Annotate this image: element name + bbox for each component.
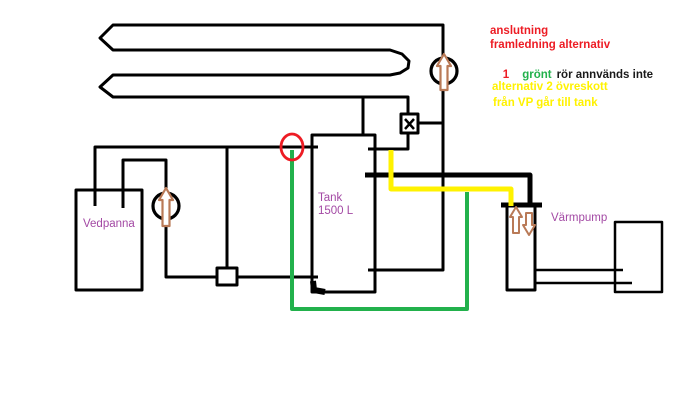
boiler-pump-return-pipe <box>121 158 318 279</box>
tank-corner-blob <box>310 280 326 295</box>
note-number-1: 1 <box>502 69 510 81</box>
coil-pump-arrow-up <box>435 52 453 92</box>
green-pipe <box>290 150 469 311</box>
tank-box <box>310 133 377 294</box>
note-black-tail: rör annvänds inte <box>556 69 654 81</box>
note-yellow-line2: från VP går till tank <box>493 97 598 109</box>
yellow-pipe <box>388 150 514 206</box>
varmpump-label: Värmpump <box>551 212 608 224</box>
note-green-word: grönt <box>522 69 552 81</box>
valve-x-mark-2 <box>404 118 415 130</box>
red-highlight-ring <box>279 132 305 162</box>
heatpump-arrow-down <box>522 212 536 236</box>
vedpanna-box <box>74 188 144 292</box>
note-red-line2: framledning alternativ <box>490 39 611 51</box>
boiler-top-supply-pipe <box>93 145 318 206</box>
valve-bottom-link <box>368 132 410 151</box>
vedpanna-label: Vedpanna <box>83 218 135 230</box>
tank-to-heatpump-thick-pipe <box>365 172 533 204</box>
outdoor-unit-box <box>613 220 664 294</box>
note-yellow-line1: alternativ 2 övreskott <box>492 81 608 93</box>
tank-label-line2: 1500 L <box>318 205 354 217</box>
note-red-line1: anslutning <box>490 25 549 37</box>
heatpump-arrow-up <box>509 206 523 234</box>
boiler-pump-arrow-up <box>157 186 175 228</box>
note-line3: 1 grönt rör annvänds inte <box>490 56 653 95</box>
fitting-box <box>215 266 239 287</box>
coil-and-riser-pipe <box>98 23 445 272</box>
tank-label-line1: Tank <box>318 192 343 204</box>
